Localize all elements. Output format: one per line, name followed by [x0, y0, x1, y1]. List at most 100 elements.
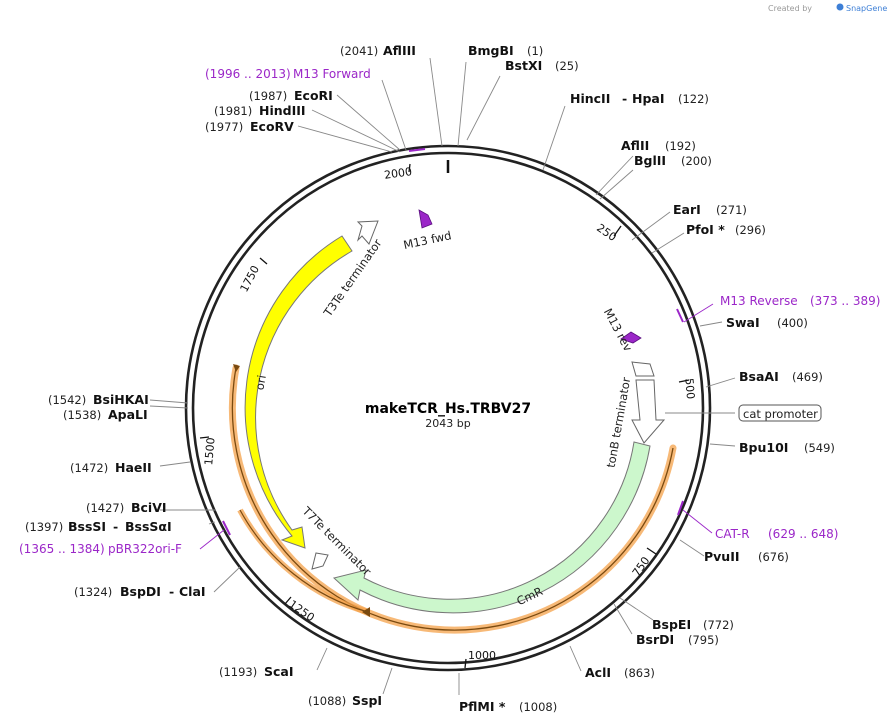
svg-text:BsrDI: BsrDI — [636, 632, 674, 647]
site-haeii[interactable]: (1472) HaeII — [70, 460, 152, 475]
site-bcivi[interactable]: (1427) BciVI — [86, 500, 167, 515]
svg-text:(1397): (1397) — [25, 520, 63, 534]
svg-text:(1981): (1981) — [214, 104, 252, 118]
svg-text:(1008): (1008) — [519, 700, 557, 714]
tick-1250: 1250 — [286, 598, 316, 625]
site-leader-lines — [149, 57, 736, 695]
svg-text:SspI: SspI — [352, 693, 382, 708]
site-bsssi-bsssai[interactable]: (1397) BssSI - BssSαI — [25, 519, 172, 534]
primer-m13-reverse[interactable]: M13 Reverse (373 .. 389) — [720, 294, 880, 308]
site-bstxi[interactable]: BstXI (25) — [505, 58, 579, 73]
svg-text:Bpu10I: Bpu10I — [739, 440, 788, 455]
site-bsrdi[interactable]: BsrDI (795) — [636, 632, 719, 647]
pbr322ori-f-leader — [199, 529, 225, 550]
cat-promoter-feature[interactable]: cat promoter — [738, 404, 822, 422]
site-bsihkai[interactable]: (1542) BsiHKAI — [48, 392, 149, 407]
svg-text:ApaLI: ApaLI — [108, 407, 148, 422]
cat-r-leader — [682, 509, 713, 534]
svg-text:(192): (192) — [665, 139, 696, 153]
site-apali[interactable]: (1538) ApaLI — [63, 407, 148, 422]
site-pvuii[interactable]: PvuII (676) — [704, 549, 789, 564]
tonb-small-terminator[interactable] — [631, 361, 655, 377]
site-eari[interactable]: EarI (271) — [673, 202, 747, 217]
svg-text:(373 .. 389): (373 .. 389) — [810, 294, 880, 308]
tonb-terminator-label: tonB terminator — [604, 376, 634, 469]
site-pfoi[interactable]: PfoI * (296) — [686, 222, 766, 237]
svg-text:(676): (676) — [758, 550, 789, 564]
site-aflii[interactable]: AflII (192) — [621, 138, 696, 153]
site-acli[interactable]: AclI (863) — [585, 665, 655, 680]
site-bmgbi[interactable]: BmgBI (1) — [468, 43, 543, 58]
svg-text:(1538): (1538) — [63, 408, 101, 422]
svg-text:(122): (122) — [678, 92, 709, 106]
svg-text:(1987): (1987) — [249, 89, 287, 103]
orange-region-outer-line — [231, 367, 674, 631]
site-bsaai[interactable]: BsaAI (469) — [739, 369, 823, 384]
tick-250: 250 — [594, 221, 619, 244]
t7te-terminator-feature[interactable] — [311, 552, 329, 570]
site-bspdi-clai[interactable]: (1324) BspDI - ClaI — [74, 584, 206, 599]
tick-2000: 2000 — [383, 165, 413, 182]
svg-text:HindIII: HindIII — [259, 103, 306, 118]
primer-cat-r[interactable]: CAT-R (629 .. 648) — [715, 527, 838, 541]
svg-text:(2041): (2041) — [340, 44, 378, 58]
plasmid-title: makeTCR_Hs.TRBV27 — [365, 401, 531, 417]
ori-label: ori — [252, 374, 268, 391]
t3te-terminator-feature[interactable] — [356, 220, 379, 245]
site-hincii-hpai[interactable]: HincII - HpaI (122) — [570, 91, 709, 106]
svg-text:PfoI *: PfoI * — [686, 222, 725, 237]
site-swai[interactable]: SwaI (400) — [726, 315, 808, 330]
svg-text:BspEI: BspEI — [652, 617, 691, 632]
svg-text:BssSI: BssSI — [68, 519, 106, 534]
svg-text:AflIII: AflIII — [383, 43, 416, 58]
primer-m13-forward[interactable]: (1996 .. 2013) M13 Forward — [205, 67, 371, 81]
site-pflmi[interactable]: PflMI * (1008) — [459, 699, 557, 714]
svg-text:BstXI: BstXI — [505, 58, 542, 73]
orange-region-inner-line — [239, 509, 369, 613]
svg-text:(25): (25) — [555, 59, 579, 73]
orange-arrow-head-bottom — [362, 607, 370, 617]
cat-r-mark — [677, 500, 684, 516]
site-scai[interactable]: (1193) ScaI — [219, 664, 294, 679]
snapgene-brand[interactable]: SnapGene — [846, 4, 887, 13]
m13-fwd-arrow[interactable] — [418, 209, 433, 229]
tick-1000: 1000 — [468, 649, 496, 662]
site-aflIII[interactable]: (2041) AflIII — [340, 43, 416, 58]
svg-text:(1996 .. 2013): (1996 .. 2013) — [205, 67, 291, 81]
orange-arrow-head-top — [233, 364, 240, 372]
m13-forward-mark — [408, 148, 426, 152]
site-hindiii[interactable]: (1981) HindIII — [214, 103, 306, 118]
svg-text:(469): (469) — [792, 370, 823, 384]
site-bspei[interactable]: BspEI (772) — [652, 617, 734, 632]
svg-text:PvuII: PvuII — [704, 549, 740, 564]
svg-text:EcoRI: EcoRI — [294, 88, 333, 103]
m13-reverse-leader — [683, 303, 714, 323]
primer-pbr322ori-f[interactable]: (1365 .. 1384) pBR322ori-F — [19, 542, 182, 556]
svg-text:(863): (863) — [624, 666, 655, 680]
svg-text:AflII: AflII — [621, 138, 649, 153]
svg-text:BsaAI: BsaAI — [739, 369, 779, 384]
svg-text:(271): (271) — [716, 203, 747, 217]
svg-text:M13 Reverse: M13 Reverse — [720, 294, 798, 308]
m13-rev-arrow[interactable] — [620, 331, 642, 344]
site-ecorv[interactable]: (1977) EcoRV — [205, 119, 294, 134]
svg-text:EcoRV: EcoRV — [250, 119, 294, 134]
svg-text:(549): (549) — [804, 441, 835, 455]
svg-text:(400): (400) — [777, 316, 808, 330]
site-sspi[interactable]: (1088) SspI — [308, 693, 382, 708]
ori-feature[interactable] — [244, 235, 353, 549]
tonb-terminator-feature[interactable] — [631, 379, 666, 444]
t7te-terminator-label: T7Te terminator — [299, 503, 374, 578]
plasmid-length: 2043 bp — [425, 417, 470, 430]
site-bglii[interactable]: BglII (200) — [634, 153, 712, 168]
m13-fwd-label: M13 fwd — [402, 228, 453, 252]
site-bpu10i[interactable]: Bpu10I (549) — [739, 440, 835, 455]
svg-text:HaeII: HaeII — [115, 460, 152, 475]
svg-text:(296): (296) — [735, 223, 766, 237]
site-ecori[interactable]: (1987) EcoRI — [249, 88, 333, 103]
svg-text:BsiHKAI: BsiHKAI — [93, 392, 149, 407]
svg-text:-: - — [622, 91, 627, 106]
cmr-feature[interactable] — [332, 441, 651, 614]
